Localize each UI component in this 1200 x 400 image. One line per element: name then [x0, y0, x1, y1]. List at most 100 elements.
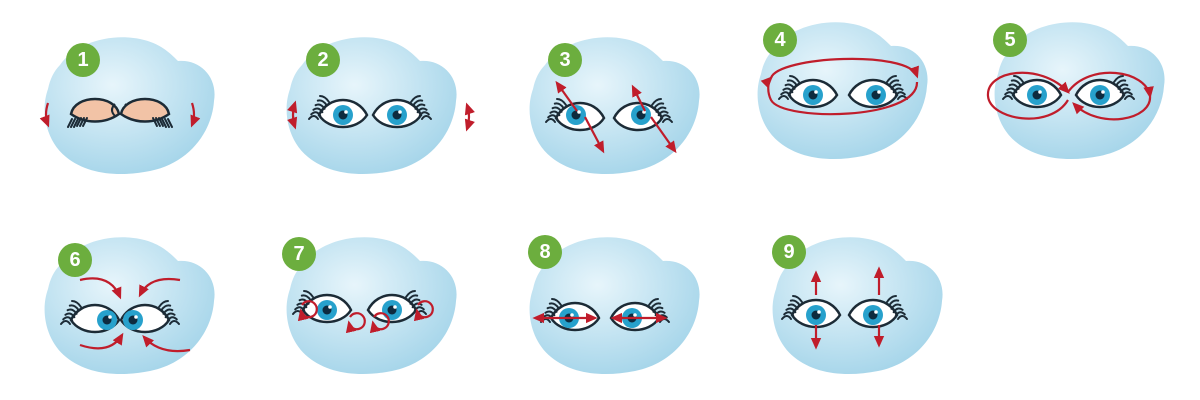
- step-number-badge: 3: [548, 43, 582, 77]
- step-number-badge: 7: [282, 237, 316, 271]
- eye-highlight: [108, 315, 112, 319]
- eyelash: [792, 295, 803, 303]
- step-number-badge: 5: [993, 23, 1027, 57]
- eyelash: [407, 294, 419, 302]
- exercise-7: 7: [262, 225, 462, 385]
- eyelash: [786, 79, 798, 87]
- eyelash: [62, 316, 74, 322]
- eyelash: [890, 83, 902, 90]
- eye-highlight: [814, 90, 818, 94]
- eyelash: [650, 302, 662, 310]
- eyelash: [894, 91, 906, 97]
- arrow-vertical-right: [464, 102, 475, 132]
- eyelash: [310, 111, 322, 117]
- eyelash: [418, 111, 430, 117]
- exercise-3: 3: [505, 25, 705, 185]
- eye-highlight: [874, 310, 878, 314]
- left-eye: [60, 300, 121, 334]
- eyelash: [785, 307, 797, 314]
- eyelash: [886, 295, 897, 303]
- eyelash: [68, 304, 80, 312]
- eyelash: [662, 118, 673, 123]
- eyelash: [82, 117, 88, 127]
- arrow-circle-top: [769, 57, 919, 79]
- exercise-4: 4: [733, 10, 933, 170]
- exercise-2-illustration: [286, 37, 475, 175]
- eyelash: [546, 306, 558, 313]
- eye-highlight: [134, 315, 138, 319]
- eye-highlight: [633, 313, 637, 317]
- exercise-7-illustration: [286, 237, 457, 375]
- eyelash: [158, 300, 169, 308]
- arrow-rotation: [345, 312, 366, 334]
- eyelash: [303, 290, 314, 298]
- eyelash: [166, 316, 178, 322]
- eyelash: [1119, 87, 1131, 94]
- eyelash: [888, 79, 900, 87]
- eyelash: [551, 298, 562, 306]
- left-eye: [545, 98, 606, 132]
- left-eye: [1002, 75, 1063, 109]
- eyelash: [778, 95, 789, 100]
- eyelash: [76, 117, 82, 127]
- eye-highlight: [1038, 90, 1042, 94]
- eyelash: [789, 75, 800, 83]
- eyelash: [316, 99, 328, 107]
- right-eye: [371, 95, 432, 129]
- eyelash: [312, 107, 324, 114]
- left-eye: [308, 95, 369, 129]
- eyelash: [67, 118, 73, 128]
- arrow-converge: [142, 335, 191, 353]
- eyelash: [1013, 75, 1024, 83]
- eyelash: [300, 294, 312, 302]
- eye-highlight: [577, 110, 581, 114]
- step-number-badge: 9: [772, 235, 806, 269]
- arrow-rotation: [369, 312, 390, 334]
- eyelash: [161, 118, 167, 128]
- eye-highlight: [393, 305, 397, 309]
- eyelash: [789, 299, 801, 307]
- arrow-converge: [79, 332, 124, 350]
- eye-highlight: [642, 110, 646, 114]
- eyelash: [70, 118, 76, 128]
- eyelash: [782, 87, 794, 94]
- eyelash: [1115, 79, 1127, 87]
- eyelash: [549, 110, 561, 117]
- arrow-diagonal: [555, 80, 578, 112]
- eyelash: [890, 303, 902, 310]
- eyelash: [71, 300, 82, 308]
- eyelash: [1006, 87, 1018, 94]
- eyelash: [548, 302, 560, 310]
- right-eye: [1074, 75, 1135, 109]
- eyelash: [160, 304, 172, 312]
- eyelash: [659, 114, 671, 120]
- eyelash: [780, 91, 792, 97]
- eyelash: [66, 308, 78, 315]
- eyelash: [416, 107, 428, 114]
- eyelash: [787, 303, 799, 310]
- eyelash: [553, 102, 565, 110]
- right-eye: [847, 295, 908, 329]
- eyelash: [1010, 79, 1022, 87]
- exercise-6: 6: [20, 225, 220, 385]
- eyelash: [551, 106, 563, 113]
- eyelash: [298, 298, 310, 305]
- arrow-diagonal: [650, 116, 677, 154]
- exercise-4-illustration: [757, 22, 928, 160]
- eyelash: [155, 117, 161, 127]
- eyelash: [655, 106, 667, 113]
- eyelid: [119, 97, 171, 123]
- eyelash: [888, 299, 900, 307]
- eyelash: [556, 98, 567, 106]
- eyelash: [409, 298, 421, 305]
- eye-highlight: [570, 313, 574, 317]
- arrow-converge: [79, 277, 122, 300]
- eyelash: [314, 103, 326, 110]
- background-blob: [529, 237, 700, 375]
- arrow-diagonal: [631, 84, 646, 112]
- eyelash: [158, 117, 164, 127]
- eye-highlight: [877, 90, 881, 94]
- eyelash: [412, 99, 424, 107]
- eye-highlight: [1101, 90, 1105, 94]
